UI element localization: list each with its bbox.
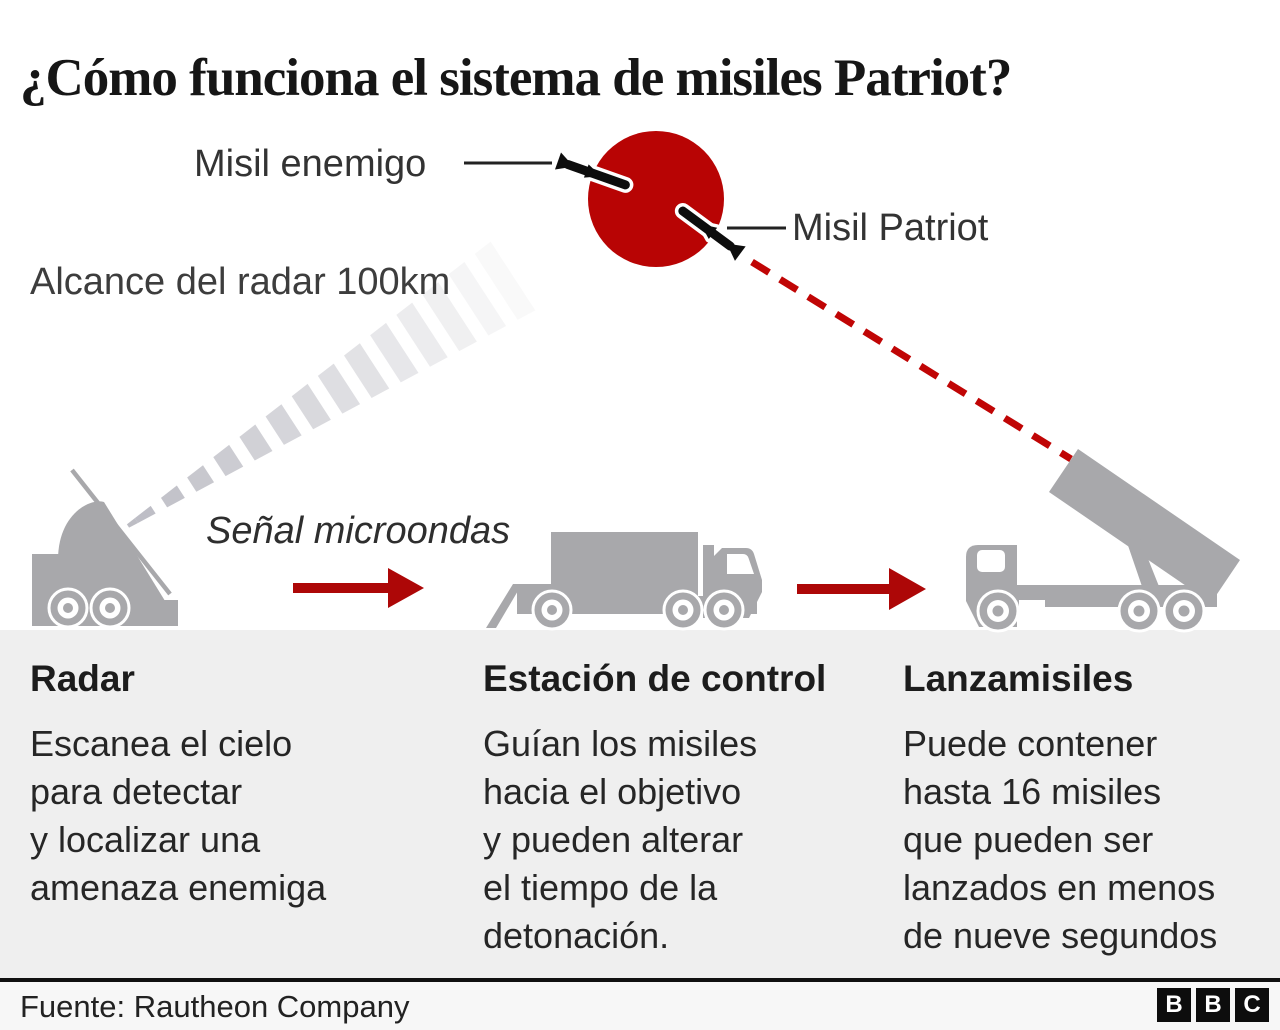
patriot-missile-icon bbox=[674, 203, 750, 265]
column-radar-heading: Radar bbox=[30, 658, 135, 699]
control-station-truck-icon bbox=[486, 532, 762, 631]
launcher-box bbox=[1049, 449, 1240, 603]
footer-background bbox=[0, 982, 1280, 1030]
enemy-missile-label: Misil enemigo bbox=[194, 143, 427, 185]
column-launcher-heading: Lanzamisiles bbox=[903, 658, 1134, 699]
description-panel-background bbox=[0, 630, 1280, 978]
patriot-trajectory-dashed-line bbox=[750, 259, 1073, 462]
column-control-heading: Estación de control bbox=[483, 658, 827, 699]
bbc-logo-letter: C bbox=[1235, 988, 1269, 1022]
microwave-signal-label: Señal microondas bbox=[206, 510, 511, 552]
source-credit: Fuente: Rautheon Company bbox=[20, 989, 410, 1024]
launcher-truck-wheels bbox=[976, 589, 1206, 633]
patriot-missile-label: Misil Patriot bbox=[792, 207, 989, 249]
footer-divider bbox=[0, 978, 1280, 982]
bbc-logo-letter: B bbox=[1196, 988, 1230, 1022]
page-title: ¿Cómo funciona el sistema de misiles Pat… bbox=[20, 48, 1012, 107]
enemy-missile-icon bbox=[551, 149, 634, 193]
bbc-logo: B B C bbox=[1157, 988, 1269, 1022]
column-control-station: Estación de control Guían los misiles ha… bbox=[483, 658, 903, 960]
radar-truck-icon bbox=[32, 468, 178, 629]
column-launcher: Lanzamisiles Puede contener hasta 16 mis… bbox=[903, 658, 1280, 960]
control-truck-wheels bbox=[531, 589, 745, 631]
radar-dish-panel bbox=[70, 468, 172, 596]
explosion-icon bbox=[588, 131, 724, 267]
radar-range-label: Alcance del radar 100km bbox=[30, 261, 451, 303]
radar-truck-wheels bbox=[47, 587, 131, 629]
column-launcher-body: Puede contener hasta 16 misiles que pued… bbox=[903, 723, 1218, 956]
column-radar-body: Escanea el cielo para detectar y localiz… bbox=[30, 723, 327, 908]
flow-arrow-icon-1 bbox=[293, 568, 424, 608]
launcher-truck-icon bbox=[966, 449, 1240, 633]
bbc-logo-letter: B bbox=[1157, 988, 1191, 1022]
flow-arrow-icon-2 bbox=[797, 568, 926, 610]
column-radar: Radar Escanea el cielo para detectar y l… bbox=[30, 658, 450, 912]
column-control-body: Guían los misiles hacia el objetivo y pu… bbox=[483, 723, 758, 956]
